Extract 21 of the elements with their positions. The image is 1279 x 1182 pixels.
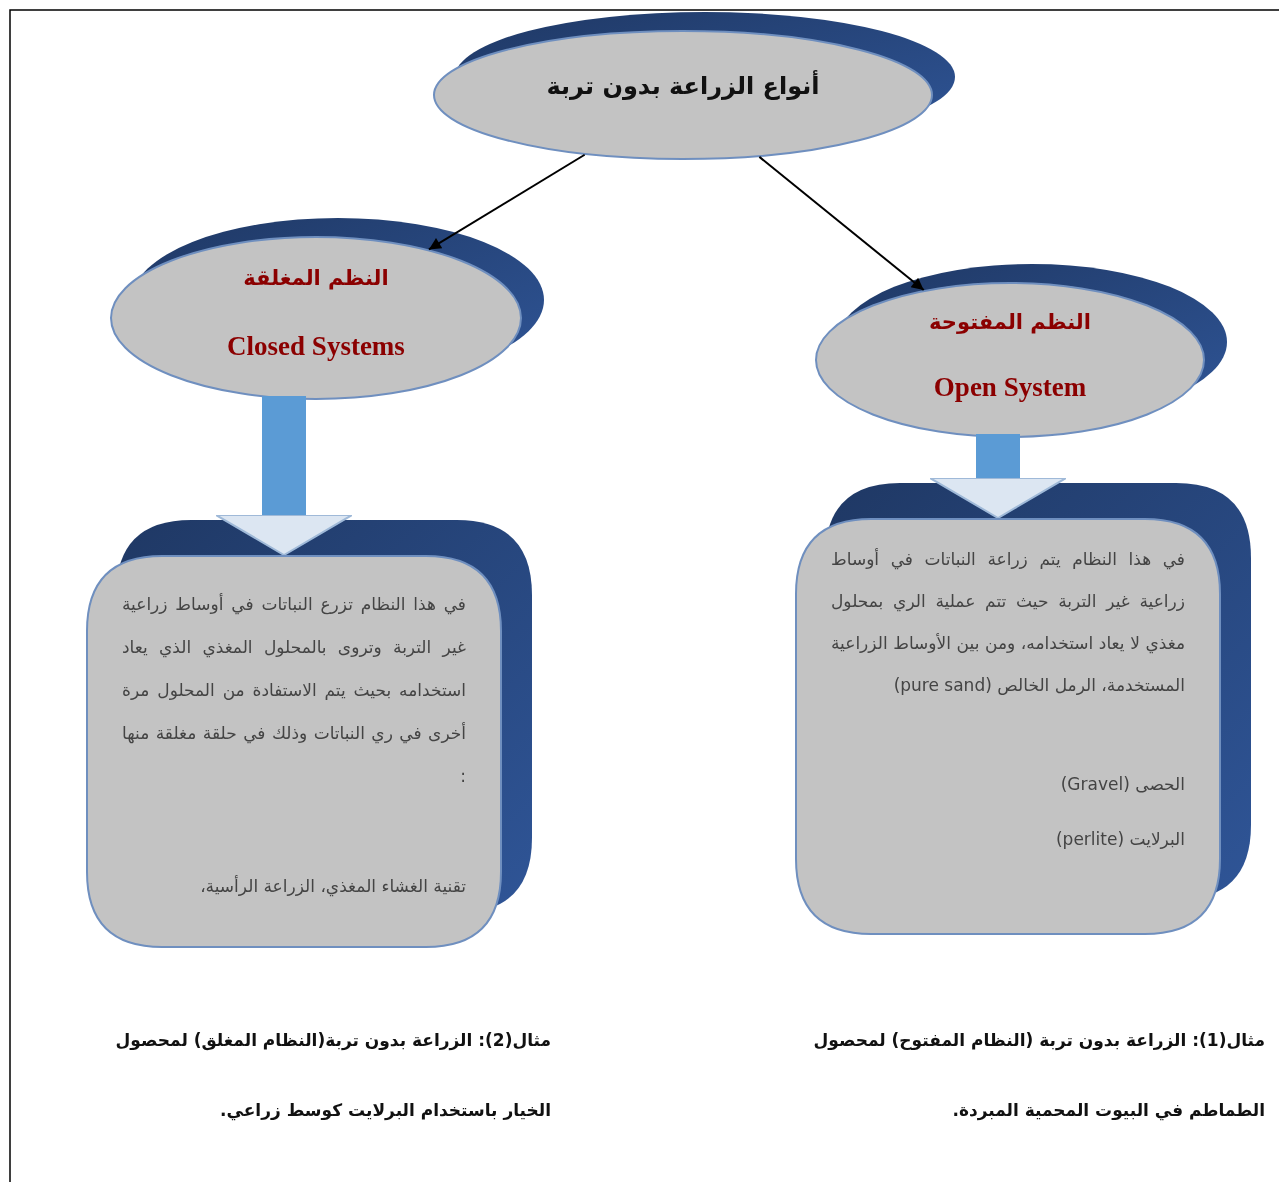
description-box [795,518,1221,935]
block-arrow [929,434,1067,519]
heading-text: النظم المغلقة [242,265,390,290]
title-ellipse [433,30,933,160]
list-text: تقنية الغشاء المغذي، الزراعة الرأسية، [199,874,466,899]
description-text: في هذا النظام يتم زراعة النباتات في أوساط زراعية غير التربة حيث تتم عملية الري بمحلول مغذي لا يعاد استخدامه، ومن بين الأوساط الزراعية المستخدمة، الرمل الخالص (pure sand) [831,547,1185,697]
english-heading: Closed Systems [226,331,406,363]
arrow [758,155,925,292]
list-text: الحصى (Gravel) [1059,773,1185,796]
heading-text: النظم المفتوحة [928,310,1092,335]
caption-text: مثال(1): الزراعة بدون تربة (النظام المفتوح) لمحصول الطماطم في البيوت المحمية المبردة. [812,1029,1265,1123]
description-text: في هذا النظام تزرع النباتات في أوساط زراعية غير التربة وتروى بالمحلول المغذي الذي يعاد استخدامه بحيث يتم الاستفادة من المحلول مرة أخرى في ري النباتات وذلك في حلقة مغلقة منها : [122,592,466,788]
list-text: البرلايت (perlite) [1054,828,1185,851]
description-box [86,555,502,948]
title-text: أنواع الزراعة بدون تربة [545,72,821,100]
block-arrow [215,396,353,556]
arrow [427,153,586,251]
category-ellipse [110,236,522,400]
category-ellipse [815,282,1205,438]
caption-text: مثال(2): الزراعة بدون تربة(النظام المغلق) لمحصول الخيار باستخدام البرلايت كوسط زراعي. [114,1029,551,1123]
english-heading: Open System [932,372,1088,404]
